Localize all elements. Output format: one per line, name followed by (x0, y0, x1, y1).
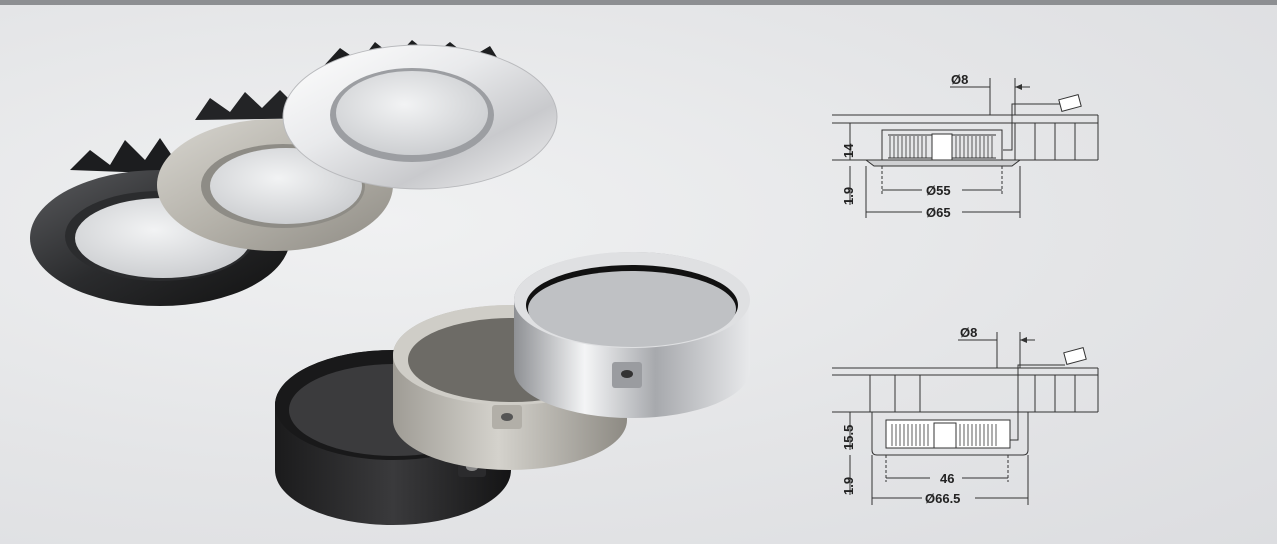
dim-top-cutout: Ø55 (926, 183, 951, 198)
chrome-downlight (282, 40, 558, 190)
dim-top-flange: 1.9 (841, 187, 856, 205)
dim-bottom-flange: 1.9 (841, 477, 856, 495)
chrome-ring (514, 252, 750, 418)
top-border-bar (0, 0, 1277, 5)
dim-bottom-cutout: 46 (940, 471, 954, 486)
dimension-drawing-bottom: Ø8 15.5 1.9 46 Ø66.5 (832, 325, 1099, 506)
dim-bottom-height: 15.5 (841, 425, 856, 450)
dim-top-height: 14 (841, 143, 856, 158)
dim-bottom-outer: Ø66.5 (925, 491, 960, 506)
dim-top-cable-hole: Ø8 (951, 72, 968, 87)
dim-top-outer: Ø65 (926, 205, 951, 220)
dimension-drawing-top: Ø8 14 1.9 Ø55 Ø65 (832, 72, 1099, 220)
dim-bottom-cable-hole: Ø8 (960, 325, 977, 340)
